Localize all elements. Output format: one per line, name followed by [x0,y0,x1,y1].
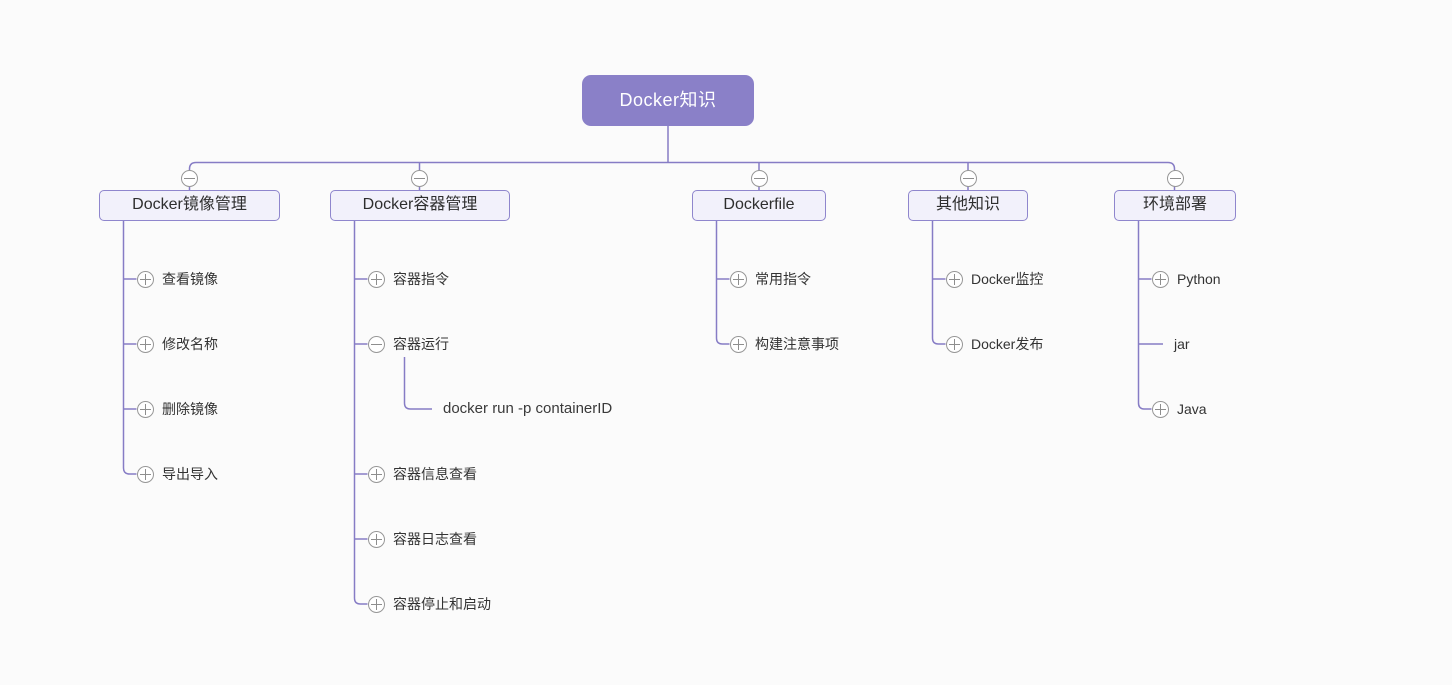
child-node[interactable]: Java [1177,401,1207,417]
expand-icon[interactable] [136,400,154,418]
expand-icon[interactable] [729,335,747,353]
child-node[interactable]: 导出导入 [162,466,218,482]
expand-icon[interactable] [367,465,385,483]
child-node[interactable]: 常用指令 [755,271,811,287]
expand-icon[interactable] [1151,270,1169,288]
child-node[interactable]: 查看镜像 [162,271,218,287]
child-node[interactable]: jar [1174,336,1190,352]
connector-subnode-elbow [403,357,432,410]
collapse-icon[interactable] [1166,169,1184,187]
connector-trunk [353,221,368,605]
branch-node-other-knowledge[interactable]: 其他知识 [908,190,1028,221]
collapse-icon[interactable] [367,335,385,353]
child-node[interactable]: Python [1177,271,1221,287]
child-node[interactable]: 容器日志查看 [393,531,477,547]
child-node[interactable]: 修改名称 [162,336,218,352]
collapse-icon[interactable] [411,169,428,187]
expand-icon[interactable] [945,335,963,353]
branch-node-docker-container-mgmt[interactable]: Docker容器管理 [330,190,510,221]
collapse-icon[interactable] [959,169,977,187]
child-node[interactable]: Docker监控 [971,271,1044,287]
expand-icon[interactable] [945,270,963,288]
collapse-icon[interactable] [181,169,198,187]
child-node[interactable]: 删除镜像 [162,401,218,417]
child-node[interactable]: 容器运行 [393,336,449,352]
expand-icon[interactable] [367,270,385,288]
branch-node-docker-image-mgmt[interactable]: Docker镜像管理 [99,190,280,221]
expand-icon[interactable] [136,270,154,288]
connector-main-rail [188,161,1176,190]
child-node-command[interactable]: docker run -p containerID [443,400,613,417]
child-node[interactable]: 容器停止和启动 [393,596,491,612]
child-node[interactable]: 容器指令 [393,271,449,287]
child-node[interactable]: 容器信息查看 [393,466,477,482]
child-node[interactable]: 构建注意事项 [755,336,839,352]
connector-trunk [1137,221,1152,410]
collapse-icon[interactable] [750,169,768,187]
expand-icon[interactable] [367,530,385,548]
expand-icon[interactable] [136,335,154,353]
child-node[interactable]: Docker发布 [971,336,1044,352]
connector-trunk [931,221,946,345]
expand-icon[interactable] [1151,400,1169,418]
connector-trunk [122,221,137,475]
branch-node-env-deploy[interactable]: 环境部署 [1114,190,1236,221]
expand-icon[interactable] [136,465,154,483]
root-node[interactable]: Docker知识 [582,75,754,126]
expand-icon[interactable] [367,595,385,613]
branch-node-dockerfile[interactable]: Dockerfile [692,190,826,221]
connector-trunk [715,221,730,345]
expand-icon[interactable] [729,270,747,288]
